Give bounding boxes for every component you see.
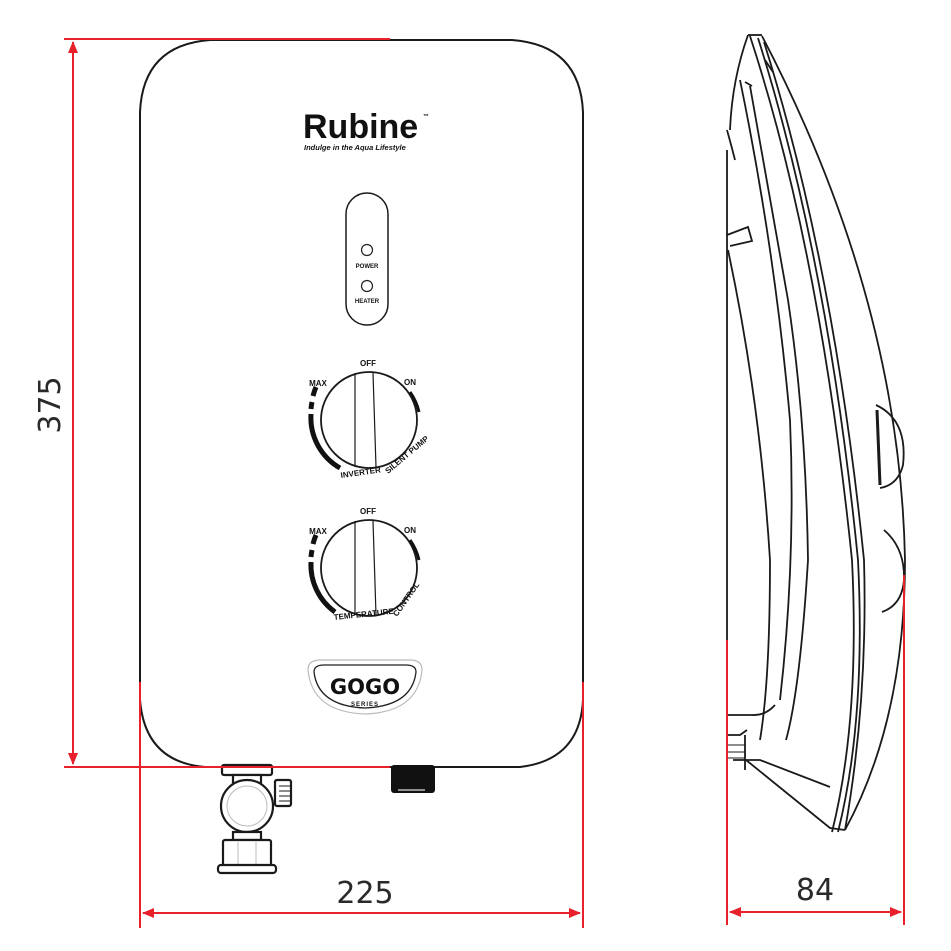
heater-label: HEATER bbox=[355, 299, 380, 305]
pump-dial[interactable]: OFF MAX ON INVERTER SILENT PUMP bbox=[308, 359, 431, 480]
side-view bbox=[726, 34, 906, 833]
power-indicator-light-icon bbox=[360, 243, 374, 257]
brand-name: Rubine bbox=[303, 108, 418, 146]
power-label: POWER bbox=[356, 264, 379, 270]
width-dimension-label: 225 bbox=[336, 876, 393, 911]
series-subtitle: SERIES bbox=[351, 702, 379, 708]
dimension-lines-side bbox=[726, 575, 905, 925]
side-temperature-knob-icon bbox=[881, 529, 905, 613]
temperature-max-label: MAX bbox=[309, 527, 327, 536]
indicator-panel: POWER HEATER bbox=[345, 192, 389, 326]
temperature-off-label: OFF bbox=[360, 507, 376, 516]
trademark-symbol: ™ bbox=[423, 113, 429, 120]
gogo-series-badge: GOGO SERIES bbox=[307, 659, 423, 715]
front-view: Rubine ™ Indulge in the Aqua Lifestyle P… bbox=[139, 39, 584, 875]
pump-on-label: ON bbox=[404, 378, 416, 387]
dimension-lines-front bbox=[64, 38, 584, 928]
temperature-on-label: ON bbox=[404, 526, 416, 535]
heater-indicator-light-icon bbox=[360, 279, 374, 293]
series-name: GOGO bbox=[330, 675, 400, 699]
outlet-valve-icon bbox=[216, 763, 293, 875]
depth-dimension-label: 84 bbox=[796, 873, 834, 908]
pump-off-label: OFF bbox=[360, 359, 376, 368]
side-pump-knob-icon bbox=[875, 404, 905, 489]
brand-tagline: Indulge in the Aqua Lifestyle bbox=[304, 143, 406, 152]
inlet-fitting-icon bbox=[391, 765, 435, 793]
brand-logo: Rubine ™ Indulge in the Aqua Lifestyle bbox=[303, 108, 429, 152]
pump-max-label: MAX bbox=[309, 379, 327, 388]
height-dimension-label: 375 bbox=[33, 376, 68, 433]
